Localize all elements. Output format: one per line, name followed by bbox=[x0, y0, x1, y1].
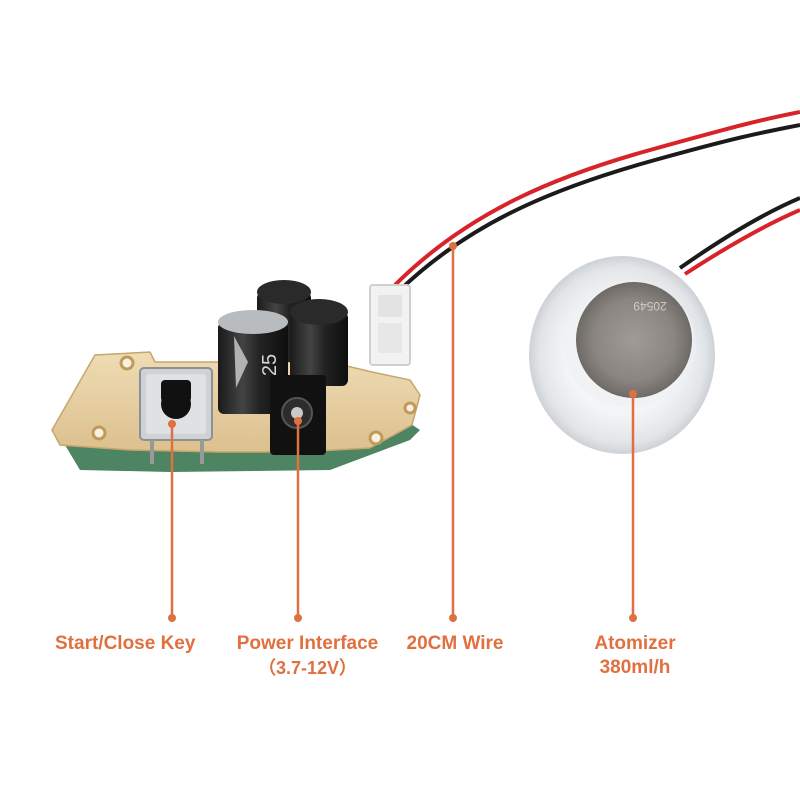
atomizer-disc: 20549 bbox=[529, 256, 715, 454]
power-jack bbox=[270, 375, 326, 455]
callout-line-start-key bbox=[168, 420, 176, 622]
pcb-hole bbox=[119, 355, 135, 371]
pcb-hole bbox=[91, 425, 107, 441]
label-power-interface-voltage: （3.7-12V） bbox=[257, 658, 358, 678]
atomizer-marking: 20549 bbox=[633, 299, 667, 313]
label-power-interface-title: Power Interface bbox=[236, 633, 379, 654]
callout-line-power bbox=[294, 417, 302, 622]
start-close-switch bbox=[139, 367, 213, 464]
callout-line-wire bbox=[449, 242, 457, 622]
label-start-close-key: Start/Close Key bbox=[55, 632, 290, 656]
label-wire: 20CM Wire bbox=[395, 632, 515, 656]
wire-connector bbox=[369, 284, 411, 366]
pcb-hole bbox=[368, 430, 384, 446]
label-atomizer-title: Atomizer bbox=[594, 633, 676, 654]
label-start-close-key-text: Start/Close Key bbox=[55, 633, 196, 654]
wire-bundle bbox=[393, 110, 800, 292]
capacitor-marking: 25 bbox=[259, 354, 281, 376]
pcb-hole bbox=[403, 401, 417, 415]
label-power-interface: Power Interface （3.7-12V） bbox=[220, 632, 395, 680]
callout-line-atomizer bbox=[629, 390, 637, 622]
inductor bbox=[290, 299, 348, 386]
label-wire-text: 20CM Wire bbox=[406, 633, 504, 654]
label-atomizer-rate: 380ml/h bbox=[599, 657, 671, 678]
label-atomizer: Atomizer 380ml/h bbox=[565, 632, 705, 680]
